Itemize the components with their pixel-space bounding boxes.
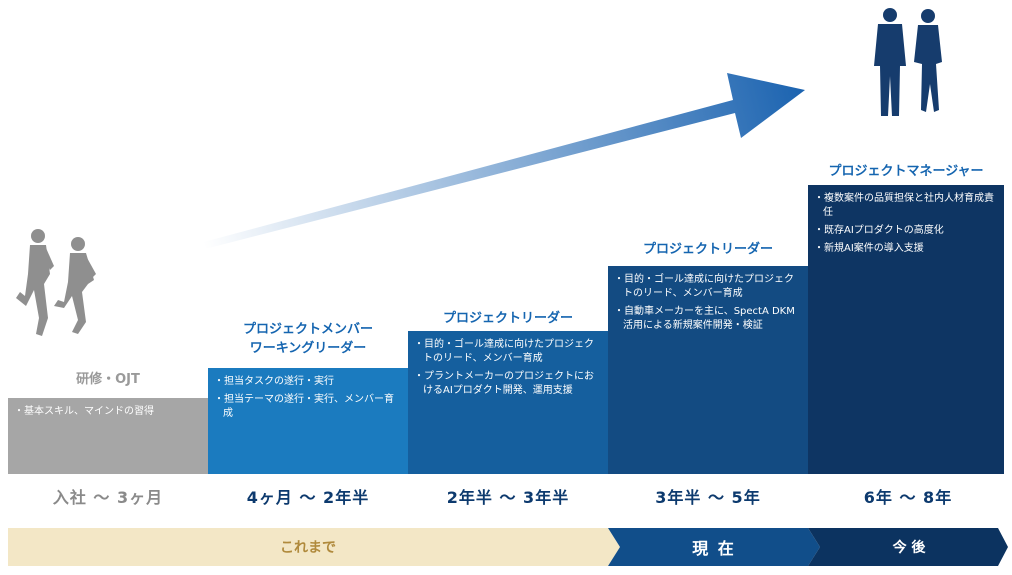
stage-5-box: 複数案件の品質担保と社内人材育成責任 既存AIプロダクトの高度化 新規AI案件の…: [808, 185, 1004, 474]
stage-3-bullet: プラントメーカーのプロジェクトにおけるAIプロダクト開発、運用支援: [414, 370, 602, 398]
stage-2-bullet: 担当テーマの遂行・実行、メンバー育成: [214, 393, 402, 421]
stage-3-title: プロジェクトリーダー: [442, 311, 573, 326]
stage-4-title: プロジェクトリーダー: [642, 242, 773, 257]
phase-band-present-shape: [608, 528, 820, 566]
stage-1-title: 研修・OJT: [76, 372, 140, 387]
phase-band-past-shape: [8, 528, 620, 566]
period-label-1: 入社 〜 3ヶ月: [52, 488, 164, 507]
stage-4-bullets: 目的・ゴール達成に向けたプロジェクトのリード、メンバー育成 自動車メーカーを主に…: [608, 273, 808, 337]
phase-band-future-shape: [808, 528, 1008, 566]
phase-past-label: これまで: [280, 540, 336, 556]
business-people-icon: [874, 8, 942, 116]
stage-2-bullets: 担当タスクの遂行・実行 担当テーマの遂行・実行、メンバー育成: [208, 375, 408, 425]
period-label-4: 3年半 〜 5年: [655, 488, 761, 507]
stage-3-bullet: 目的・ゴール達成に向けたプロジェクトのリード、メンバー育成: [414, 338, 602, 366]
stage-2-box: 担当タスクの遂行・実行 担当テーマの遂行・実行、メンバー育成: [208, 368, 408, 474]
stage-1-bullet: 基本スキル、マインドの習得: [14, 405, 202, 419]
stage-1-box: 基本スキル、マインドの習得: [8, 398, 208, 474]
stage-2-title: プロジェクトメンバー ワーキングリーダー: [242, 322, 373, 356]
stage-5-bullet: 新規AI案件の導入支援: [814, 242, 998, 256]
stage-4-bullet: 目的・ゴール達成に向けたプロジェクトのリード、メンバー育成: [614, 273, 802, 301]
period-label-3: 2年半 〜 3年半: [446, 488, 570, 507]
stage-5-bullet: 複数案件の品質担保と社内人材育成責任: [814, 192, 998, 220]
stage-5-title: プロジェクトマネージャー: [828, 164, 984, 179]
phase-band-shapes: [8, 528, 1008, 566]
stage-4-bullet: 自動車メーカーを主に、SpectA DKM活用による新規案件開発・検証: [614, 305, 802, 333]
phase-present-label: 現 在: [692, 539, 736, 558]
stage-4-box: 目的・ゴール達成に向けたプロジェクトのリード、メンバー育成 自動車メーカーを主に…: [608, 266, 808, 474]
phase-future-label: 今 後: [892, 540, 926, 556]
stage-5-bullet: 既存AIプロダクトの高度化: [814, 224, 998, 238]
period-label-2: 4ヶ月 〜 2年半: [246, 488, 370, 507]
stage-2-bullet: 担当タスクの遂行・実行: [214, 375, 402, 389]
growth-arrow-shape: [200, 73, 805, 249]
stage-5-bullets: 複数案件の品質担保と社内人材育成責任 既存AIプロダクトの高度化 新規AI案件の…: [808, 192, 1004, 260]
stage-1-bullets: 基本スキル、マインドの習得: [8, 405, 208, 423]
stage-3-box: 目的・ゴール達成に向けたプロジェクトのリード、メンバー育成 プラントメーカーのプ…: [408, 331, 608, 474]
period-label-5: 6年 〜 8年: [863, 488, 953, 507]
running-people-icon: [16, 229, 96, 336]
stage-3-bullets: 目的・ゴール達成に向けたプロジェクトのリード、メンバー育成 プラントメーカーのプ…: [408, 338, 608, 402]
